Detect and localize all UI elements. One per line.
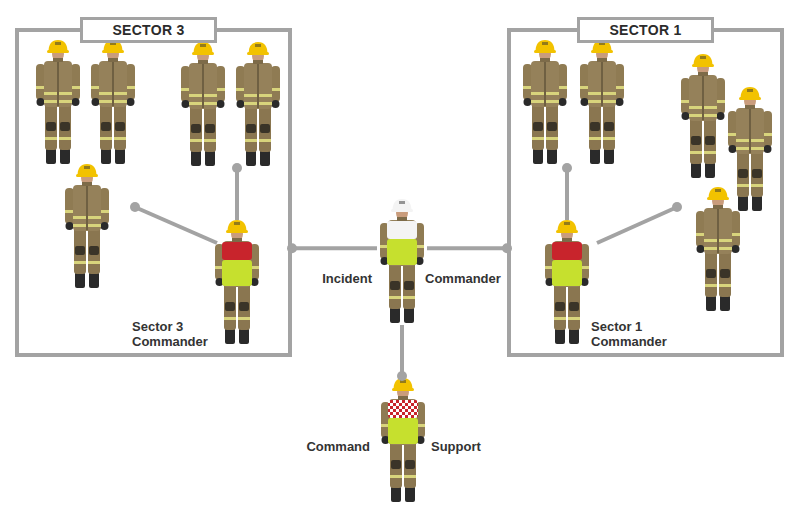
role-label: Incident — [322, 271, 372, 286]
incident-commander — [380, 199, 424, 323]
firefighter — [91, 40, 135, 164]
firefighter — [181, 42, 225, 166]
support-vest — [388, 400, 418, 444]
link-dot — [232, 163, 242, 173]
sector-commander-figure — [545, 220, 589, 344]
link-dot — [672, 202, 682, 212]
link-line — [400, 325, 404, 376]
role-figure: IncidentCommander — [377, 197, 427, 325]
role-label: Sector 3 Commander — [132, 319, 214, 349]
sector-commander-figure — [215, 220, 259, 344]
sector-box: SECTOR 3Sector 3 Commander — [15, 28, 292, 357]
role-label: Sector 1 Commander — [591, 319, 673, 349]
command-link — [427, 243, 512, 253]
crew-link — [597, 208, 675, 243]
role-label: Command — [306, 439, 370, 454]
crew-link — [565, 170, 569, 220]
sector-heading: SECTOR 3 — [80, 17, 217, 43]
firefighter — [236, 42, 280, 166]
commanders — [215, 220, 589, 502]
sector-heading: SECTOR 1 — [577, 17, 714, 43]
link-dot — [130, 202, 140, 212]
crew-link — [137, 208, 217, 243]
firefighter — [65, 164, 109, 288]
command-support-figure — [381, 378, 425, 502]
role-label: Commander — [425, 271, 501, 286]
incident-vest — [387, 221, 417, 265]
sector-box: SECTOR 1Sector 1 Commander — [507, 28, 784, 357]
command-link — [287, 243, 377, 253]
crew-link — [235, 170, 239, 220]
command-link — [397, 325, 407, 381]
role-figure: CommandSupport — [378, 376, 428, 504]
commander-vest — [222, 242, 252, 286]
role-figure: Sector 3 Commander — [212, 218, 262, 346]
link-dot — [562, 163, 572, 173]
link-line — [427, 246, 507, 250]
firefighter — [523, 40, 567, 164]
incident-commander-figure — [380, 199, 424, 323]
firefighter — [681, 54, 725, 178]
link-line — [292, 246, 377, 250]
firefighter — [696, 187, 740, 311]
link-dot — [397, 371, 407, 381]
role-figure: Sector 1 Commander — [542, 218, 592, 346]
firefighter — [36, 40, 80, 164]
commander-vest — [552, 242, 582, 286]
firefighter — [580, 40, 624, 164]
role-label: Support — [431, 439, 481, 454]
firefighter — [728, 87, 772, 211]
